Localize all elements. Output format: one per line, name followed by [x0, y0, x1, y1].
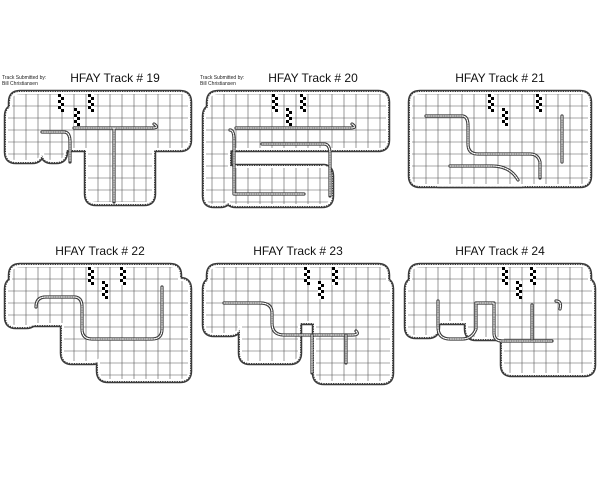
track-diagram [403, 262, 597, 378]
track-title: HFAY Track # 20 [268, 71, 358, 85]
track-title: HFAY Track # 19 [70, 71, 160, 85]
checkered-flag-icon [88, 94, 94, 112]
credit-note: Track Submitted by: Bill Christiansen [200, 75, 260, 87]
checkered-flag-icon [286, 108, 292, 126]
credit-note: Track Submitted by: Bill Christiansen [2, 75, 62, 87]
track-diagram [3, 89, 193, 207]
infield-divider [228, 122, 357, 198]
infield-divider [424, 114, 564, 182]
checkered-flag-icon [502, 267, 508, 285]
infield-divider [436, 299, 563, 343]
track-rail [409, 91, 591, 187]
track-title: HFAY Track # 22 [55, 244, 145, 258]
checkered-flag-icon [58, 94, 64, 112]
credit-line-1: Track Submitted by: [2, 75, 47, 81]
infield-divider [40, 122, 159, 204]
checkered-flag-icon [318, 281, 324, 299]
checkered-flag-icon [488, 94, 494, 112]
track-rail [203, 264, 393, 384]
credit-line-1: Track Submitted by: [200, 75, 245, 81]
track-surface [204, 265, 392, 383]
track-panel-24: HFAY Track # 24 [402, 243, 598, 388]
checkered-flag-icon [102, 281, 108, 299]
track-panel-19: Track Submitted by: Bill Christiansen HF… [2, 70, 198, 215]
checkered-flag-icon [530, 267, 536, 285]
checkered-flag-icon [304, 267, 310, 285]
infield-divider [34, 285, 164, 341]
checkered-flag-icon [74, 108, 80, 126]
track-surface [410, 92, 590, 186]
checkered-flag-icon [300, 94, 306, 112]
track-rail [5, 91, 191, 205]
track-diagram [201, 262, 395, 386]
track-title: HFAY Track # 21 [455, 71, 545, 85]
track-title: HFAY Track # 24 [455, 244, 545, 258]
track-diagram [407, 89, 593, 189]
checkered-flag-icon [272, 94, 278, 112]
track-panel-20: Track Submitted by: Bill Christiansen HF… [200, 70, 396, 215]
track-title: HFAY Track # 23 [253, 244, 343, 258]
track-diagram [201, 89, 391, 209]
checkered-flag-icon [120, 267, 126, 285]
track-panel-23: HFAY Track # 23 [200, 243, 396, 388]
credit-line-2: Bill Christiansen [2, 81, 38, 87]
credit-line-2: Bill Christiansen [200, 81, 236, 87]
track-panel-21: HFAY Track # 21 [402, 70, 598, 215]
checkered-flag-icon [536, 94, 542, 112]
track-panel-22: HFAY Track # 22 [2, 243, 198, 388]
track-rail [5, 264, 191, 382]
checkered-flag-icon [516, 281, 522, 299]
infield-divider [222, 301, 359, 375]
checkered-flag-icon [88, 267, 94, 285]
track-diagram [3, 262, 193, 384]
track-surface [204, 92, 388, 206]
checkered-flag-icon [332, 267, 338, 285]
checkered-flag-icon [502, 108, 508, 126]
